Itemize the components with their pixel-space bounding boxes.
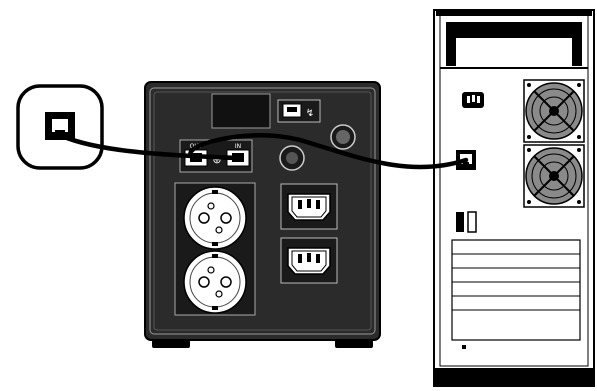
expansion-slots	[451, 239, 581, 349]
usb-symbol: ↯	[306, 108, 314, 119]
ups-reset-button	[330, 124, 356, 150]
schuko-socket-icon	[183, 186, 247, 250]
power-inlet-icon	[462, 92, 484, 108]
ups-label-panel	[211, 93, 271, 129]
cable-ups-to-computer	[188, 133, 469, 170]
fan-icon	[523, 144, 585, 208]
computer-tower	[433, 9, 595, 388]
cable-wall-to-ups	[59, 133, 241, 161]
network-symbol-icon: ⊕	[212, 153, 221, 166]
schuko-socket-icon	[183, 250, 247, 314]
ups-unit: ↯ OUT IN ⊕	[144, 81, 381, 348]
ups-foot-left	[152, 340, 190, 348]
port-label-in: IN	[235, 143, 241, 150]
iec-outlet-icon	[280, 237, 338, 284]
usb-port: ↯	[277, 99, 321, 123]
schuko-outlets	[174, 182, 256, 316]
computer-io-connectors	[456, 211, 477, 233]
wall-jack-icon	[45, 112, 75, 140]
network-cables	[59, 133, 469, 170]
iec-outlets	[280, 183, 338, 284]
fan-icon	[523, 79, 585, 143]
iec-outlet-icon	[280, 183, 338, 230]
wall-network-jack	[16, 84, 104, 170]
ups-foot-right	[335, 340, 373, 348]
ups-fuse-holder	[279, 145, 305, 171]
